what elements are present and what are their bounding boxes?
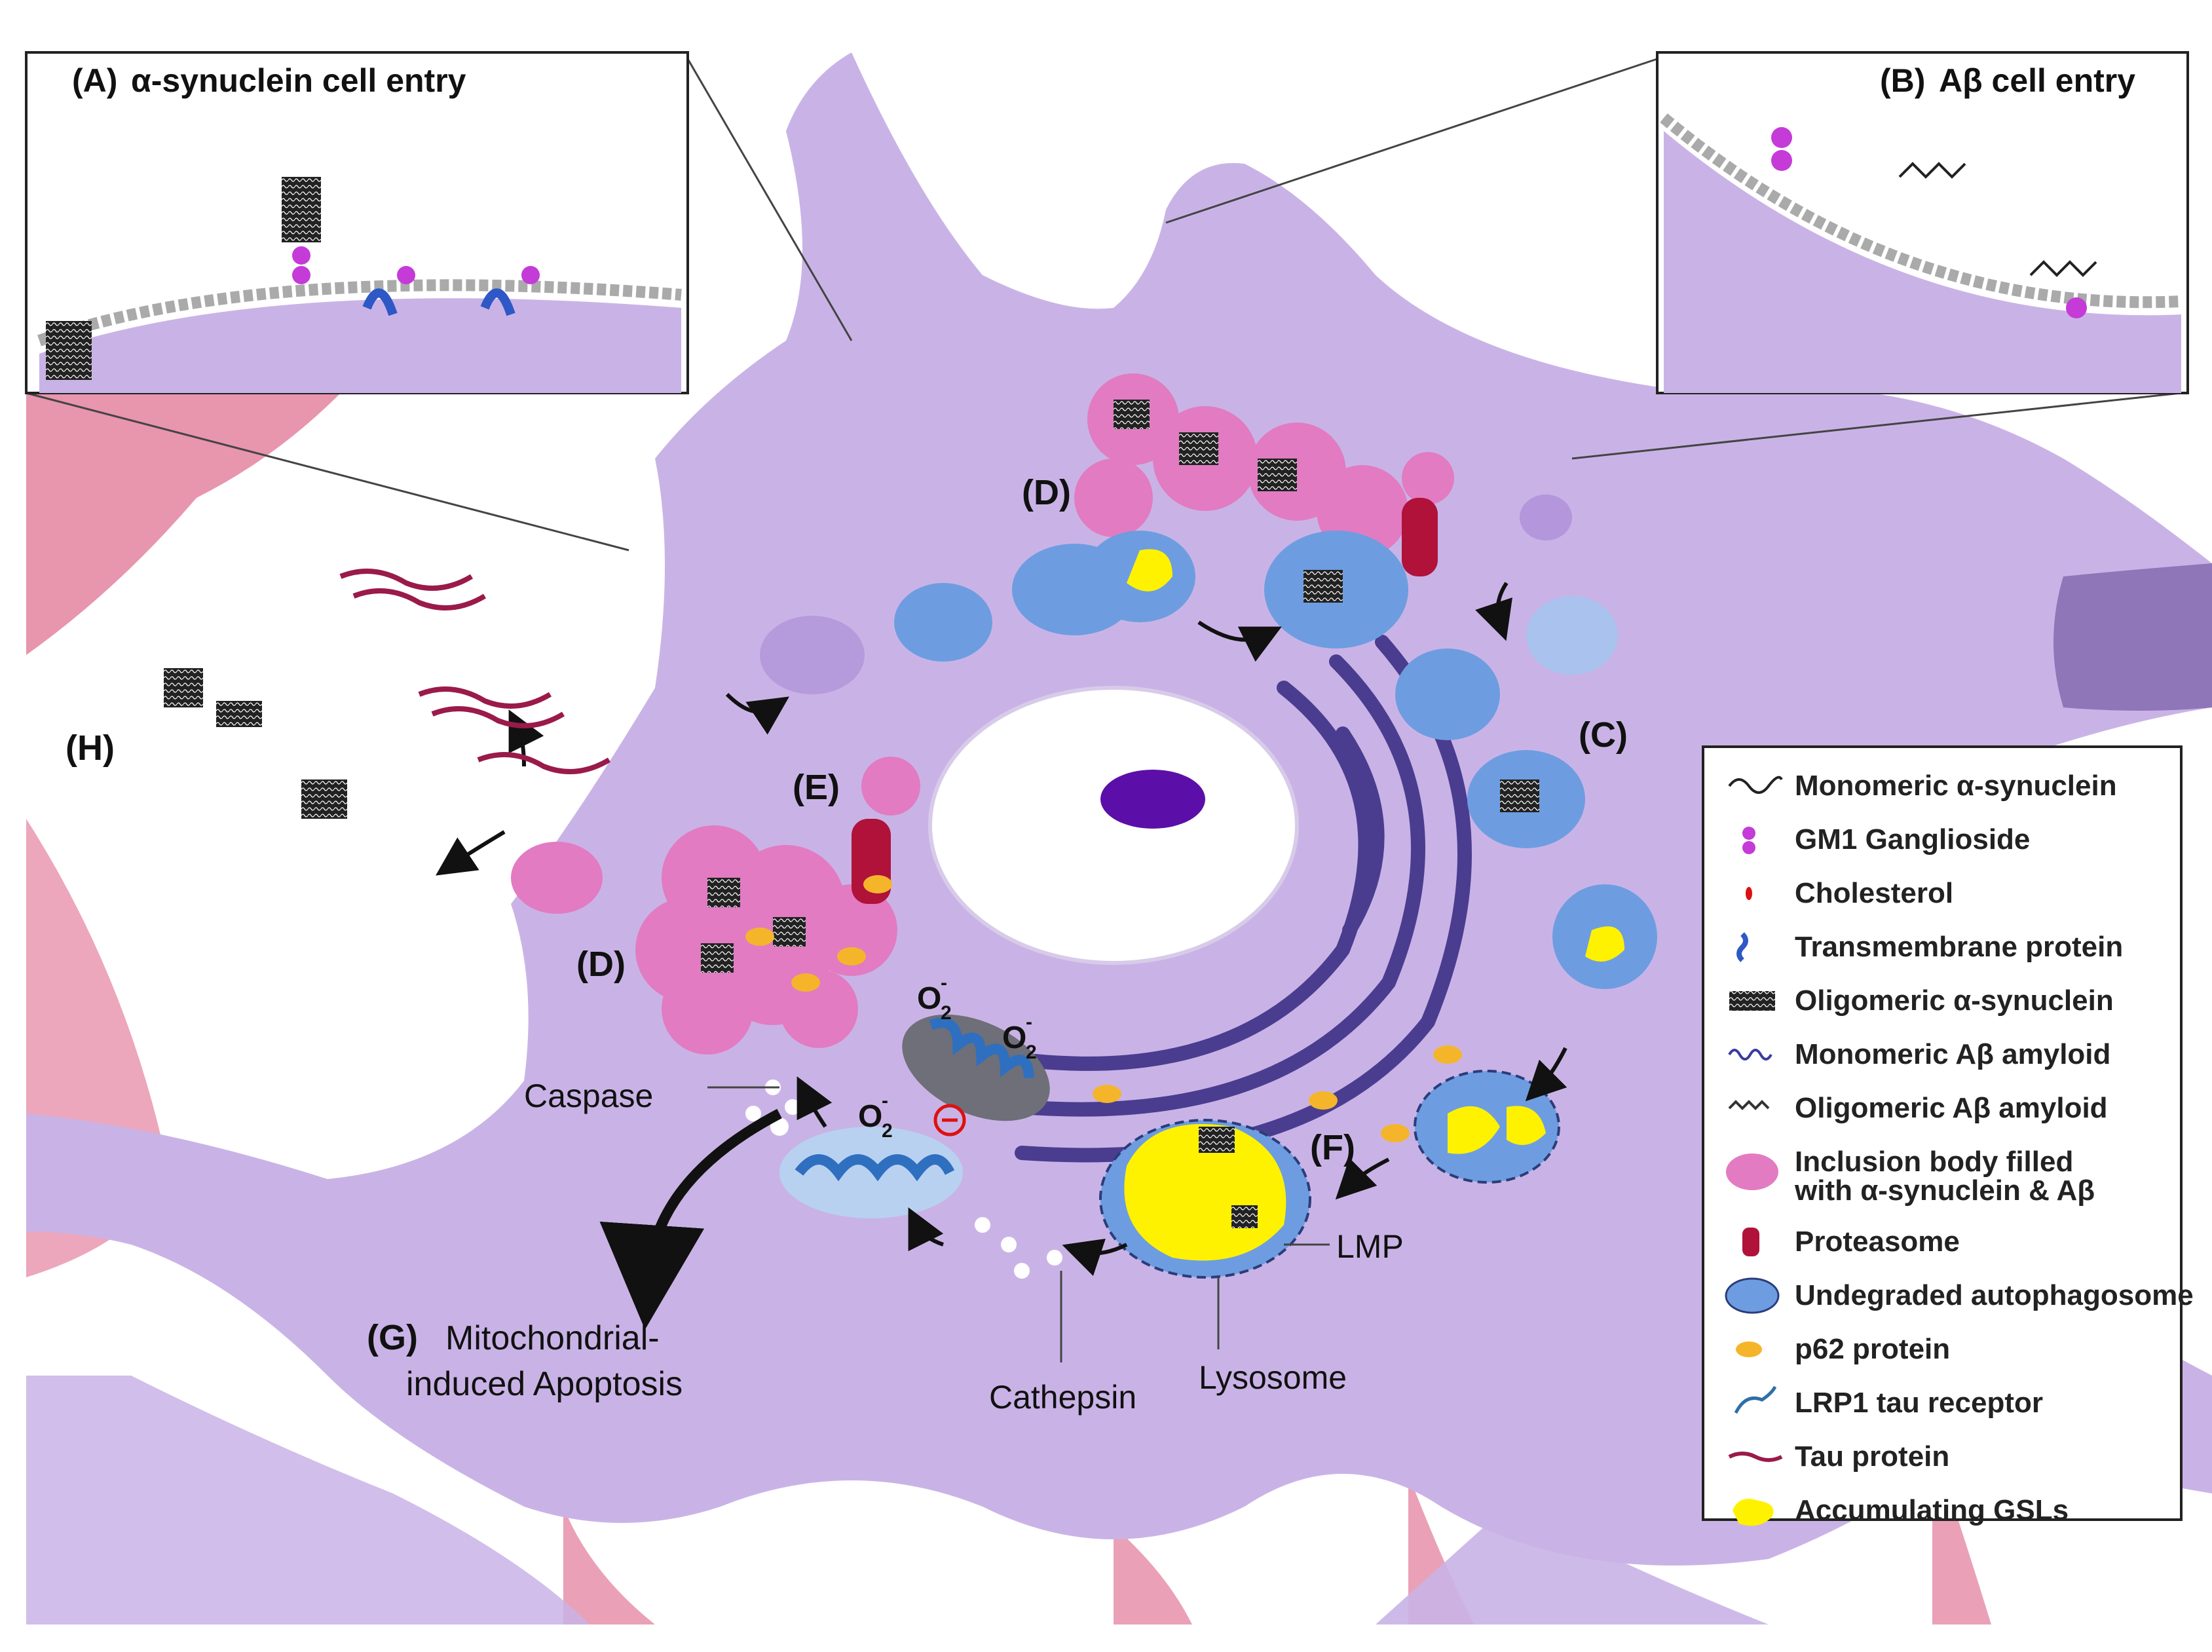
legend-label: Monomeric α-synuclein: [1795, 770, 2117, 802]
monomer-squiggle-icon: [1728, 776, 1783, 794]
abeta-zigzag-icon: [1728, 1100, 1770, 1110]
autophagosome-icon: [1725, 1277, 1780, 1314]
panel-a-title: α-synuclein cell entry: [131, 62, 466, 99]
svg-text:2: 2: [1026, 1042, 1037, 1063]
svg-text:-: -: [882, 1090, 888, 1112]
gsl-icon: [1733, 1499, 1774, 1526]
legend-label: p62 protein: [1795, 1333, 1950, 1365]
legend-item: GM1 Ganglioside: [1742, 823, 2030, 855]
legend-item: Tau protein: [1728, 1440, 1949, 1473]
apoptosis-arrow: [599, 1108, 782, 1330]
inclusion-body-icon: [1726, 1154, 1778, 1190]
legend-item: Undegraded autophagosome: [1725, 1277, 2194, 1314]
legend-label: Accumulating GSLs: [1795, 1494, 2069, 1526]
lrp1-receptor-icon: [1734, 1385, 1777, 1414]
panel-b-title: Aβ cell entry: [1939, 62, 2135, 99]
label-e: (E): [793, 768, 840, 807]
inclusion-cluster-left: [635, 757, 920, 1055]
nucleolus: [1100, 770, 1205, 829]
legend-label: Oligomeric α-synuclein: [1795, 985, 2114, 1017]
svg-text:-: -: [941, 972, 947, 994]
cholesterol-icon: [1746, 887, 1752, 900]
p62-free: [1093, 1045, 1462, 1142]
label-lmp: LMP: [1336, 1228, 1404, 1265]
legend-label: Transmembrane protein: [1795, 931, 2123, 963]
p62-icon: [1736, 1342, 1762, 1357]
inset-panel-a: [25, 51, 689, 394]
legend-label: Oligomeric Aβ amyloid: [1795, 1092, 2108, 1124]
legend-item: LRP1 tau receptor: [1734, 1385, 2043, 1419]
extracellular-aggregates: [164, 569, 611, 914]
panel-b-label: (B): [1880, 62, 1925, 99]
nucleus: [928, 686, 1299, 965]
panel-a-label: (A): [72, 62, 117, 99]
legend-label: Tau protein: [1795, 1440, 1949, 1473]
abeta-coil-icon: [1728, 1049, 1772, 1061]
legend-label-line2: with α-synuclein & Aβ: [1794, 1174, 2095, 1207]
transmembrane-protein-icon: [1736, 932, 1748, 962]
autophagosomes: [760, 495, 1657, 1184]
legend-label: Cholesterol: [1795, 877, 1953, 909]
leader-lines: [26, 58, 2182, 1362]
mitochondria: [779, 1014, 1050, 1218]
legend-label: Monomeric Aβ amyloid: [1795, 1038, 2110, 1070]
enzyme-dots: [745, 1079, 1062, 1279]
label-d-left: (D): [576, 945, 626, 984]
oligomer-icon: [1729, 991, 1775, 1011]
tau-icon: [1728, 1452, 1783, 1462]
legend-item: p62 protein: [1736, 1333, 1950, 1365]
label-c: (C): [1579, 715, 1628, 755]
inset-panel-b: [1656, 51, 2189, 394]
label-f: (F): [1310, 1128, 1355, 1167]
legend-item: Cholesterol: [1746, 877, 1953, 909]
legend-item: Proteasome: [1742, 1226, 1960, 1258]
label-caspase: Caspase: [524, 1078, 653, 1114]
legend-item: Accumulating GSLs: [1733, 1494, 2069, 1526]
superoxide-labels: O 2 - O 2 - O 2 -: [858, 972, 1037, 1142]
legend-item: Oligomeric Aβ amyloid: [1728, 1092, 2108, 1124]
legend-label: Proteasome: [1795, 1226, 1960, 1258]
legend-item: Monomeric α-synuclein: [1728, 770, 2117, 802]
legend-label: GM1 Ganglioside: [1795, 823, 2030, 855]
legend-item: Transmembrane protein: [1736, 931, 2123, 963]
ganglioside-icon: [1742, 827, 1755, 854]
proteasome-icon: [1742, 1228, 1759, 1256]
svg-text:O: O: [917, 981, 941, 1016]
legend-item: Monomeric Aβ amyloid: [1728, 1038, 2110, 1070]
label-g-line2: induced Apoptosis: [406, 1365, 683, 1403]
pathway-arrows: [436, 582, 1567, 1276]
label-lysosome: Lysosome: [1199, 1359, 1347, 1396]
label-h: (H): [66, 728, 115, 768]
svg-text:2: 2: [941, 1002, 952, 1024]
label-d-top: (D): [1022, 473, 1071, 512]
lysosome: [1099, 1119, 1311, 1279]
svg-text:2: 2: [882, 1120, 893, 1142]
legend-label: LRP1 tau receptor: [1795, 1387, 2043, 1419]
legend-label: Inclusion body filled: [1795, 1146, 2073, 1178]
label-cathepsin: Cathepsin: [989, 1379, 1136, 1416]
endoplasmic-reticulum: [1015, 635, 1472, 1163]
label-g: (G): [367, 1318, 418, 1357]
legend-label: Undegraded autophagosome: [1795, 1279, 2194, 1311]
svg-text:O: O: [1002, 1021, 1026, 1055]
legend-item: Oligomeric α-synuclein: [1729, 985, 2114, 1017]
svg-text:O: O: [858, 1099, 882, 1134]
svg-text:-: -: [1026, 1011, 1032, 1033]
label-g-line1: Mitochondrial-: [445, 1319, 660, 1357]
